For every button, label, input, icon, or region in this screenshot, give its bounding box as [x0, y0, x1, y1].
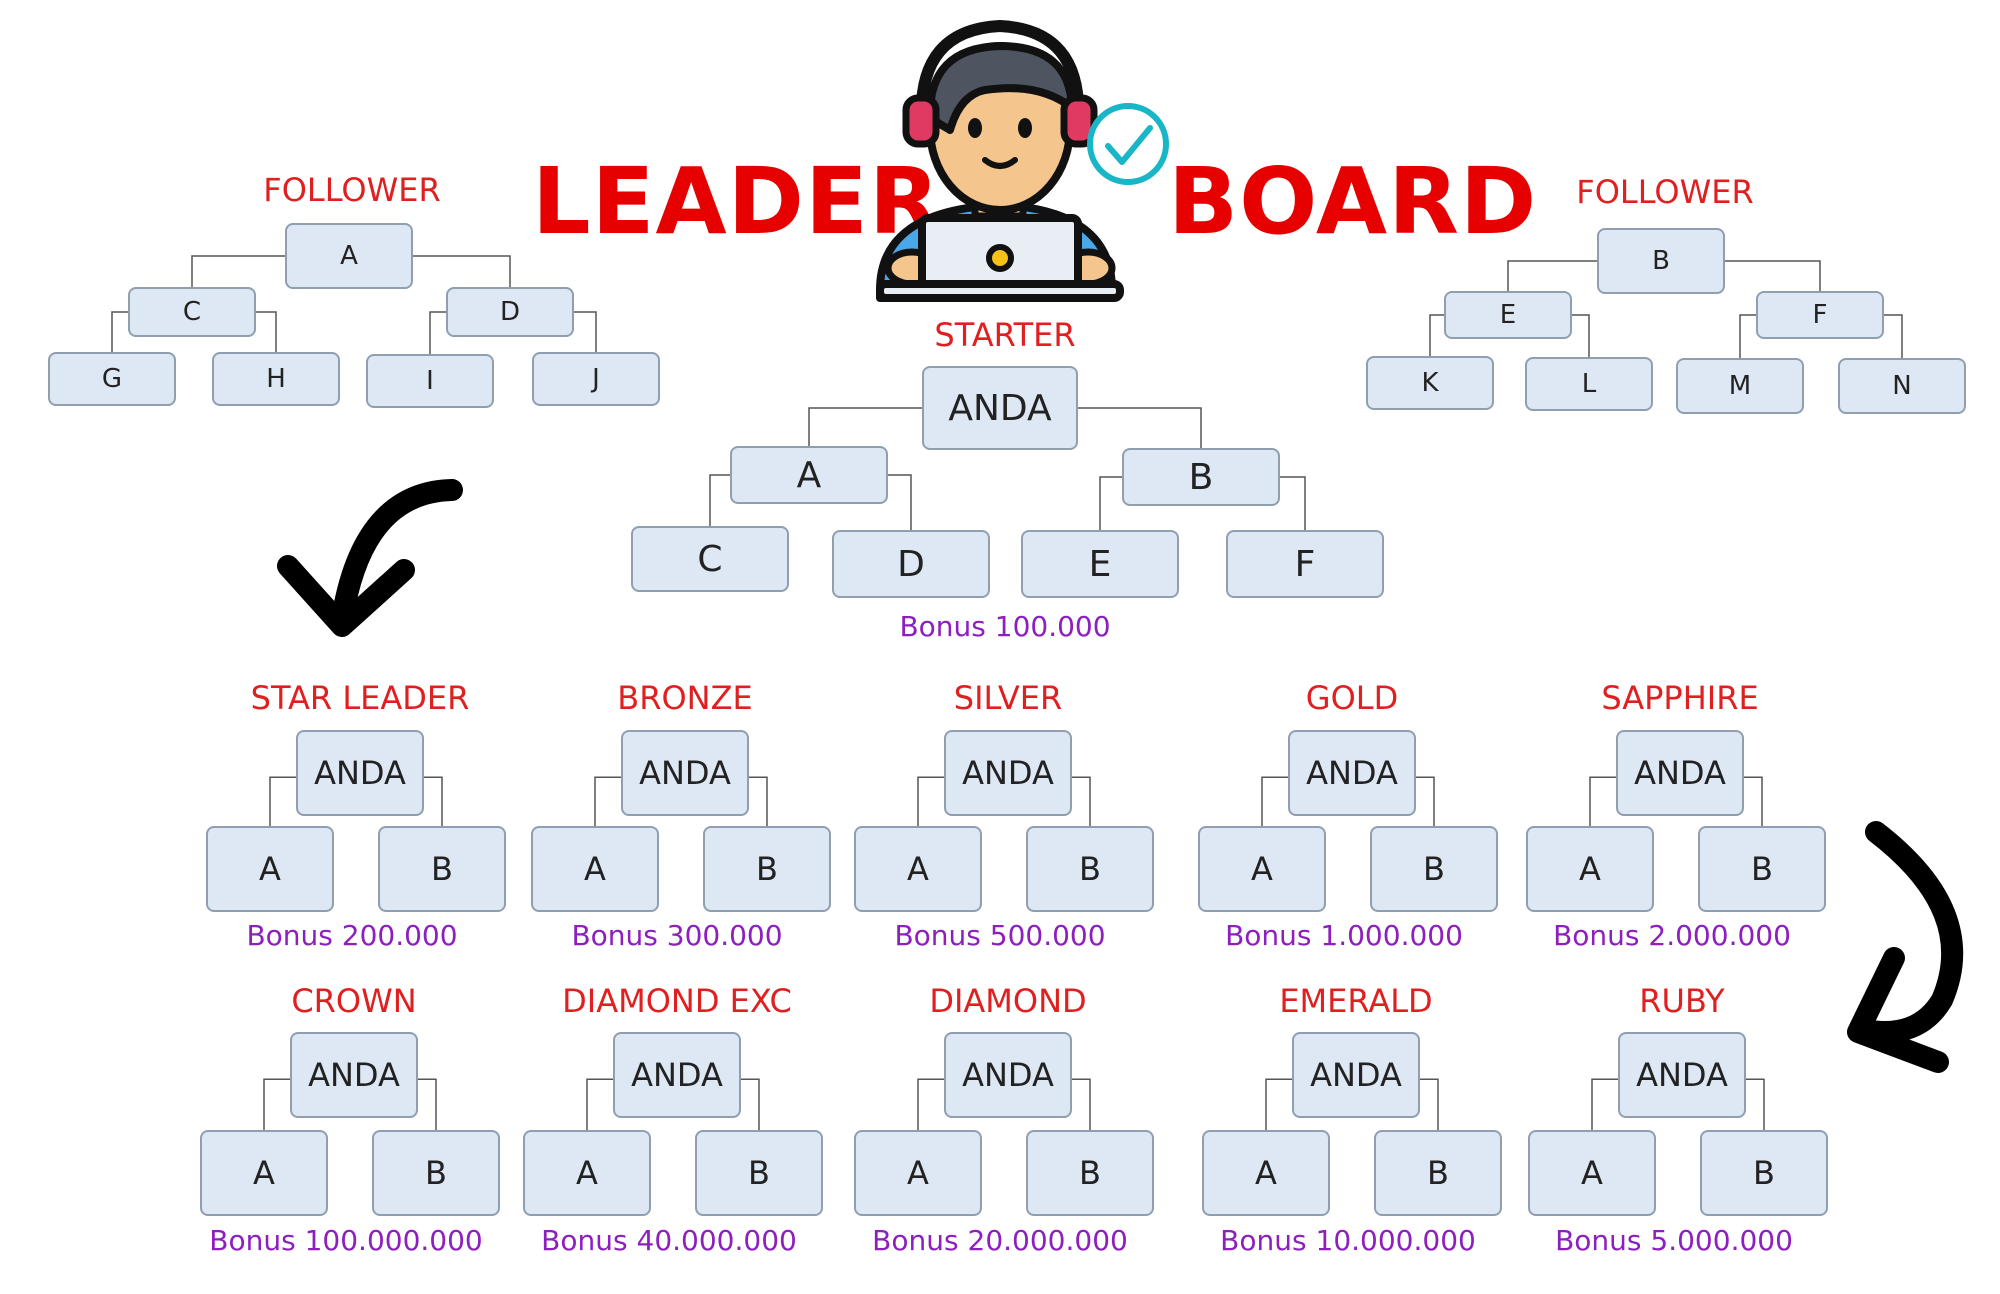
follower-label: FOLLOWER	[1576, 173, 1754, 211]
tree-node: F	[1226, 530, 1384, 598]
tree-node: L	[1525, 357, 1653, 411]
rank-bonus: Bonus 1.000.000	[1225, 919, 1463, 952]
rank-bonus: Bonus 40.000.000	[541, 1224, 797, 1257]
tree-node: F	[1756, 291, 1884, 339]
tree-node-root: ANDA	[296, 730, 424, 816]
tree-node-root: B	[1597, 228, 1725, 294]
tree-node-root: ANDA	[944, 1032, 1072, 1118]
tree-node-root: ANDA	[1616, 730, 1744, 816]
tree-node: A	[523, 1130, 651, 1216]
tree-node-root: ANDA	[1618, 1032, 1746, 1118]
tree-node: A	[854, 826, 982, 912]
rank-label: DIAMOND EXC	[562, 982, 792, 1020]
tree-node: B	[372, 1130, 500, 1216]
tree-node: A	[206, 826, 334, 912]
rank-bonus: Bonus 300.000	[571, 919, 783, 952]
tree-node: A	[730, 446, 888, 504]
rank-label: STAR LEADER	[250, 679, 470, 717]
tree-node-root: ANDA	[290, 1032, 418, 1118]
tree-node: B	[1026, 826, 1154, 912]
tree-node: A	[200, 1130, 328, 1216]
title-leader: LEADER	[532, 148, 941, 255]
tree-node: B	[703, 826, 831, 912]
tree-node-root: ANDA	[621, 730, 749, 816]
rank-bonus: Bonus 10.000.000	[1220, 1224, 1476, 1257]
tree-node: B	[1700, 1130, 1828, 1216]
tree-node: C	[128, 287, 256, 337]
rank-bonus: Bonus 20.000.000	[872, 1224, 1128, 1257]
rank-label: BRONZE	[617, 679, 753, 717]
tree-node: A	[1198, 826, 1326, 912]
tree-node-root: ANDA	[922, 366, 1078, 450]
tree-node: J	[532, 352, 660, 406]
tree-node: B	[1374, 1130, 1502, 1216]
tree-node-root: A	[285, 223, 413, 289]
tree-node: A	[1528, 1130, 1656, 1216]
tree-node: B	[695, 1130, 823, 1216]
tree-node: B	[1698, 826, 1826, 912]
tree-node: A	[854, 1130, 982, 1216]
tree-node-root: ANDA	[944, 730, 1072, 816]
tree-node: I	[366, 354, 494, 408]
tree-node-root: ANDA	[613, 1032, 741, 1118]
tree-node: B	[1370, 826, 1498, 912]
tree-node: D	[832, 530, 990, 598]
tree-node: M	[1676, 358, 1804, 414]
tree-node: H	[212, 352, 340, 406]
tree-node: A	[1526, 826, 1654, 912]
title-board: BOARD	[1168, 148, 1538, 255]
tree-node-root: ANDA	[1288, 730, 1416, 816]
rank-bonus: Bonus 200.000	[246, 919, 458, 952]
rank-label: SAPPHIRE	[1601, 679, 1759, 717]
rank-label: EMERALD	[1279, 982, 1433, 1020]
rank-bonus: Bonus 2.000.000	[1553, 919, 1791, 952]
rank-label: CROWN	[291, 982, 417, 1020]
tree-node: K	[1366, 356, 1494, 410]
rank-bonus: Bonus 500.000	[894, 919, 1106, 952]
tree-node: N	[1838, 358, 1966, 414]
tree-node: C	[631, 526, 789, 592]
starter-label: STARTER	[934, 316, 1076, 354]
rank-label: GOLD	[1305, 679, 1399, 717]
tree-node: A	[531, 826, 659, 912]
tree-node: E	[1021, 530, 1179, 598]
tree-node: D	[446, 287, 574, 337]
tree-node: E	[1444, 291, 1572, 339]
tree-node: A	[1202, 1130, 1330, 1216]
rank-bonus: Bonus 100.000.000	[209, 1224, 483, 1257]
rank-label: RUBY	[1639, 982, 1725, 1020]
tree-node: B	[378, 826, 506, 912]
starter-bonus: Bonus 100.000	[899, 610, 1111, 643]
rank-label: DIAMOND	[929, 982, 1087, 1020]
tree-node: B	[1026, 1130, 1154, 1216]
follower-label: FOLLOWER	[263, 171, 441, 209]
tree-node-root: ANDA	[1292, 1032, 1420, 1118]
tree-node: G	[48, 352, 176, 406]
tree-node: B	[1122, 448, 1280, 506]
rank-bonus: Bonus 5.000.000	[1555, 1224, 1793, 1257]
rank-label: SILVER	[953, 679, 1063, 717]
